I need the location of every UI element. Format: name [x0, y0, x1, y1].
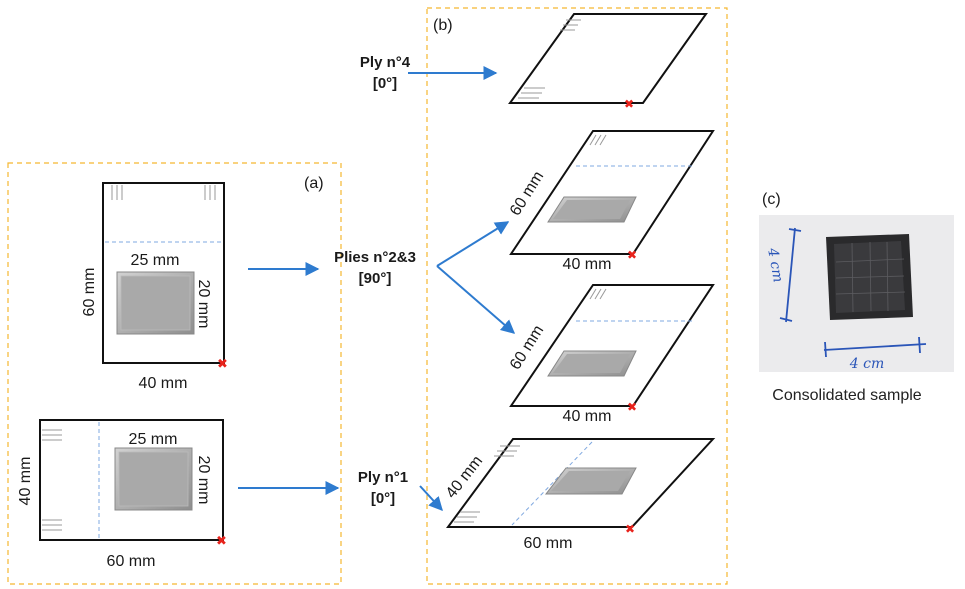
ply4-label: Ply n°4 — [360, 54, 411, 71]
plies23-label: Plies n°2&3 — [334, 249, 416, 266]
insert-block-horizontal — [114, 447, 193, 511]
cross-marker: ✖ — [217, 357, 228, 372]
ply1-label: Ply n°1 — [358, 469, 408, 486]
dim-b1-bottom: 60 mm — [524, 535, 573, 552]
dim-b3-bottom: 40 mm — [563, 256, 612, 273]
cross-marker: ✖ — [216, 534, 227, 549]
dim-b2-bottom: 40 mm — [563, 408, 612, 425]
ply2-sheet: ✖ — [509, 284, 715, 414]
dim-insert-w-1: 25 mm — [131, 252, 180, 269]
ply-sheet-vertical: ✖ — [102, 182, 228, 372]
arrow-plies23-up — [436, 221, 510, 267]
dim-v-width: 40 mm — [139, 375, 188, 392]
ply-sheet-horizontal: ✖ — [39, 419, 227, 549]
dim-h-width: 60 mm — [107, 553, 156, 570]
ply4-angle: [0°] — [373, 75, 397, 92]
panel-c-label: (c) — [762, 191, 781, 208]
ply3-sheet: ✖ — [509, 130, 715, 262]
arrow-plies23-down — [436, 265, 516, 334]
sample-caption: Consolidated sample — [772, 387, 922, 404]
panel-a-frame — [7, 162, 342, 585]
photo-mark-horizontal: 4 cm — [849, 356, 884, 372]
cross-marker: ✖ — [624, 97, 634, 111]
dim-insert-h-2: 20 mm — [195, 456, 212, 505]
cross-marker: ✖ — [627, 400, 637, 414]
dim-insert-w-2: 25 mm — [129, 431, 178, 448]
panel-b-frame — [426, 7, 728, 585]
insert-block-vertical — [116, 271, 195, 335]
sample-square — [826, 234, 913, 320]
ply1-sheet: ✖ — [446, 438, 716, 536]
cross-marker: ✖ — [625, 522, 635, 536]
ply4-sheet: ✖ — [508, 13, 708, 111]
ply1-angle: [0°] — [371, 490, 395, 507]
dim-insert-h-1: 20 mm — [195, 280, 212, 329]
arrow-ply1 — [419, 485, 443, 512]
plies23-angle: [90°] — [359, 270, 392, 287]
panel-a-label: (a) — [304, 175, 324, 192]
cross-marker: ✖ — [627, 248, 637, 262]
dim-v-height: 60 mm — [81, 268, 98, 317]
photo-mark-vertical: 4 cm — [764, 246, 786, 284]
sample-photo: 4 cm 4 cm — [759, 215, 954, 372]
panel-b-label: (b) — [433, 17, 453, 34]
dim-h-height: 40 mm — [17, 457, 34, 506]
